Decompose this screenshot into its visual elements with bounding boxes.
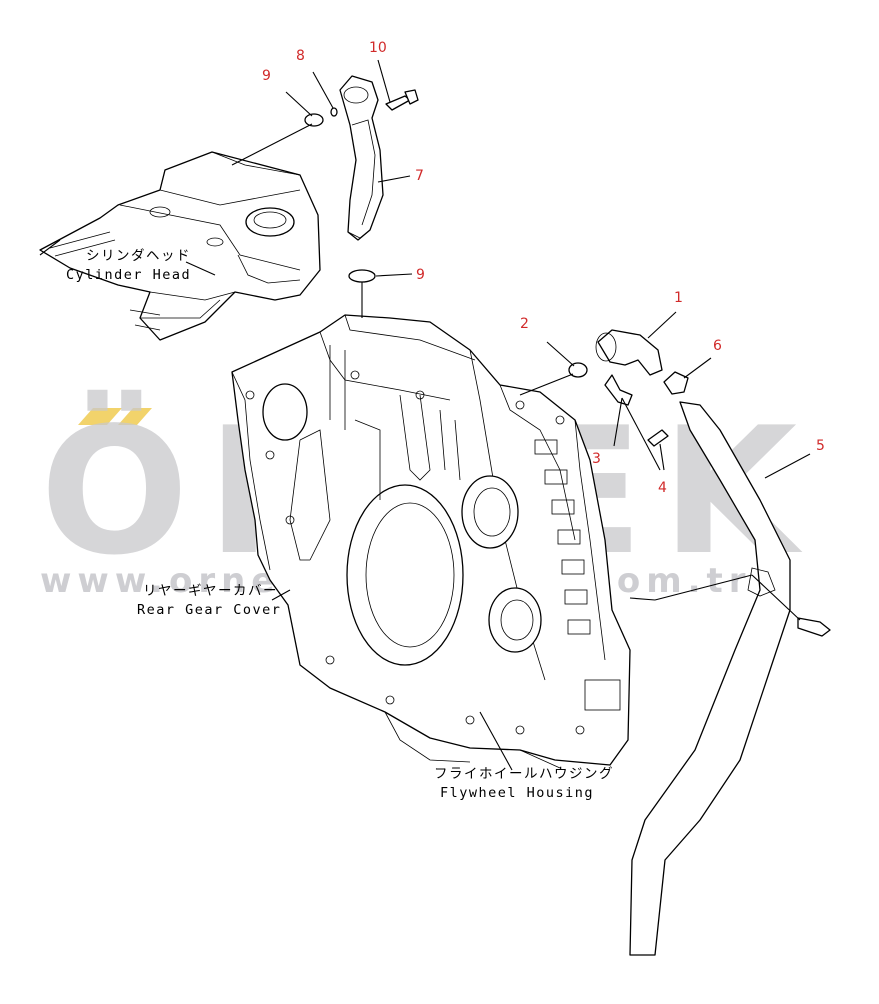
part-5-hose bbox=[629, 401, 831, 956]
watermark-accent-right bbox=[118, 408, 152, 425]
callout-4: 4 bbox=[658, 480, 667, 496]
callout-8: 8 bbox=[296, 48, 305, 64]
part-9-top-oring bbox=[304, 113, 324, 127]
callout-6: 6 bbox=[713, 338, 722, 354]
cylinder-head-label-jp: シリンダヘッド bbox=[86, 248, 191, 264]
callout-2: 2 bbox=[520, 316, 529, 332]
callout-numbers: 1 2 3 4 5 6 7 8 9 9 10 bbox=[262, 40, 825, 496]
flywheel-housing-drawing bbox=[231, 314, 631, 769]
cylinder-head-drawing bbox=[39, 151, 321, 341]
callout-9-mid: 9 bbox=[416, 267, 425, 283]
part-2-oring bbox=[568, 362, 588, 378]
part-3-clip bbox=[604, 374, 633, 406]
leader-lines bbox=[39, 59, 811, 771]
flywheel-housing-label-en: Flywheel Housing bbox=[440, 785, 594, 801]
part-8-plug bbox=[330, 107, 338, 117]
rear-gear-cover-label-jp: リヤーギヤーカバー bbox=[143, 583, 278, 599]
part-10-bolt bbox=[385, 89, 419, 111]
part-9-mid-oring bbox=[348, 269, 376, 283]
callout-10: 10 bbox=[369, 40, 387, 56]
part-6-connector bbox=[663, 371, 689, 395]
callout-1: 1 bbox=[674, 290, 683, 306]
part-4-bolt bbox=[647, 429, 669, 447]
watermark-accent-left bbox=[78, 408, 122, 425]
rear-gear-cover-label-en: Rear Gear Cover bbox=[137, 602, 281, 618]
callout-9-top: 9 bbox=[262, 68, 271, 84]
part-7-tube bbox=[339, 75, 384, 241]
component-labels: シリンダヘッド Cylinder Head リヤーギヤーカバー Rear Gea… bbox=[66, 248, 614, 801]
callout-7: 7 bbox=[415, 168, 424, 184]
flywheel-housing-label-jp: フライホイールハウジング bbox=[434, 766, 614, 782]
callout-3: 3 bbox=[592, 451, 601, 467]
cylinder-head-label-en: Cylinder Head bbox=[66, 267, 191, 283]
part-1-elbow bbox=[595, 329, 663, 376]
callout-5: 5 bbox=[816, 438, 825, 454]
